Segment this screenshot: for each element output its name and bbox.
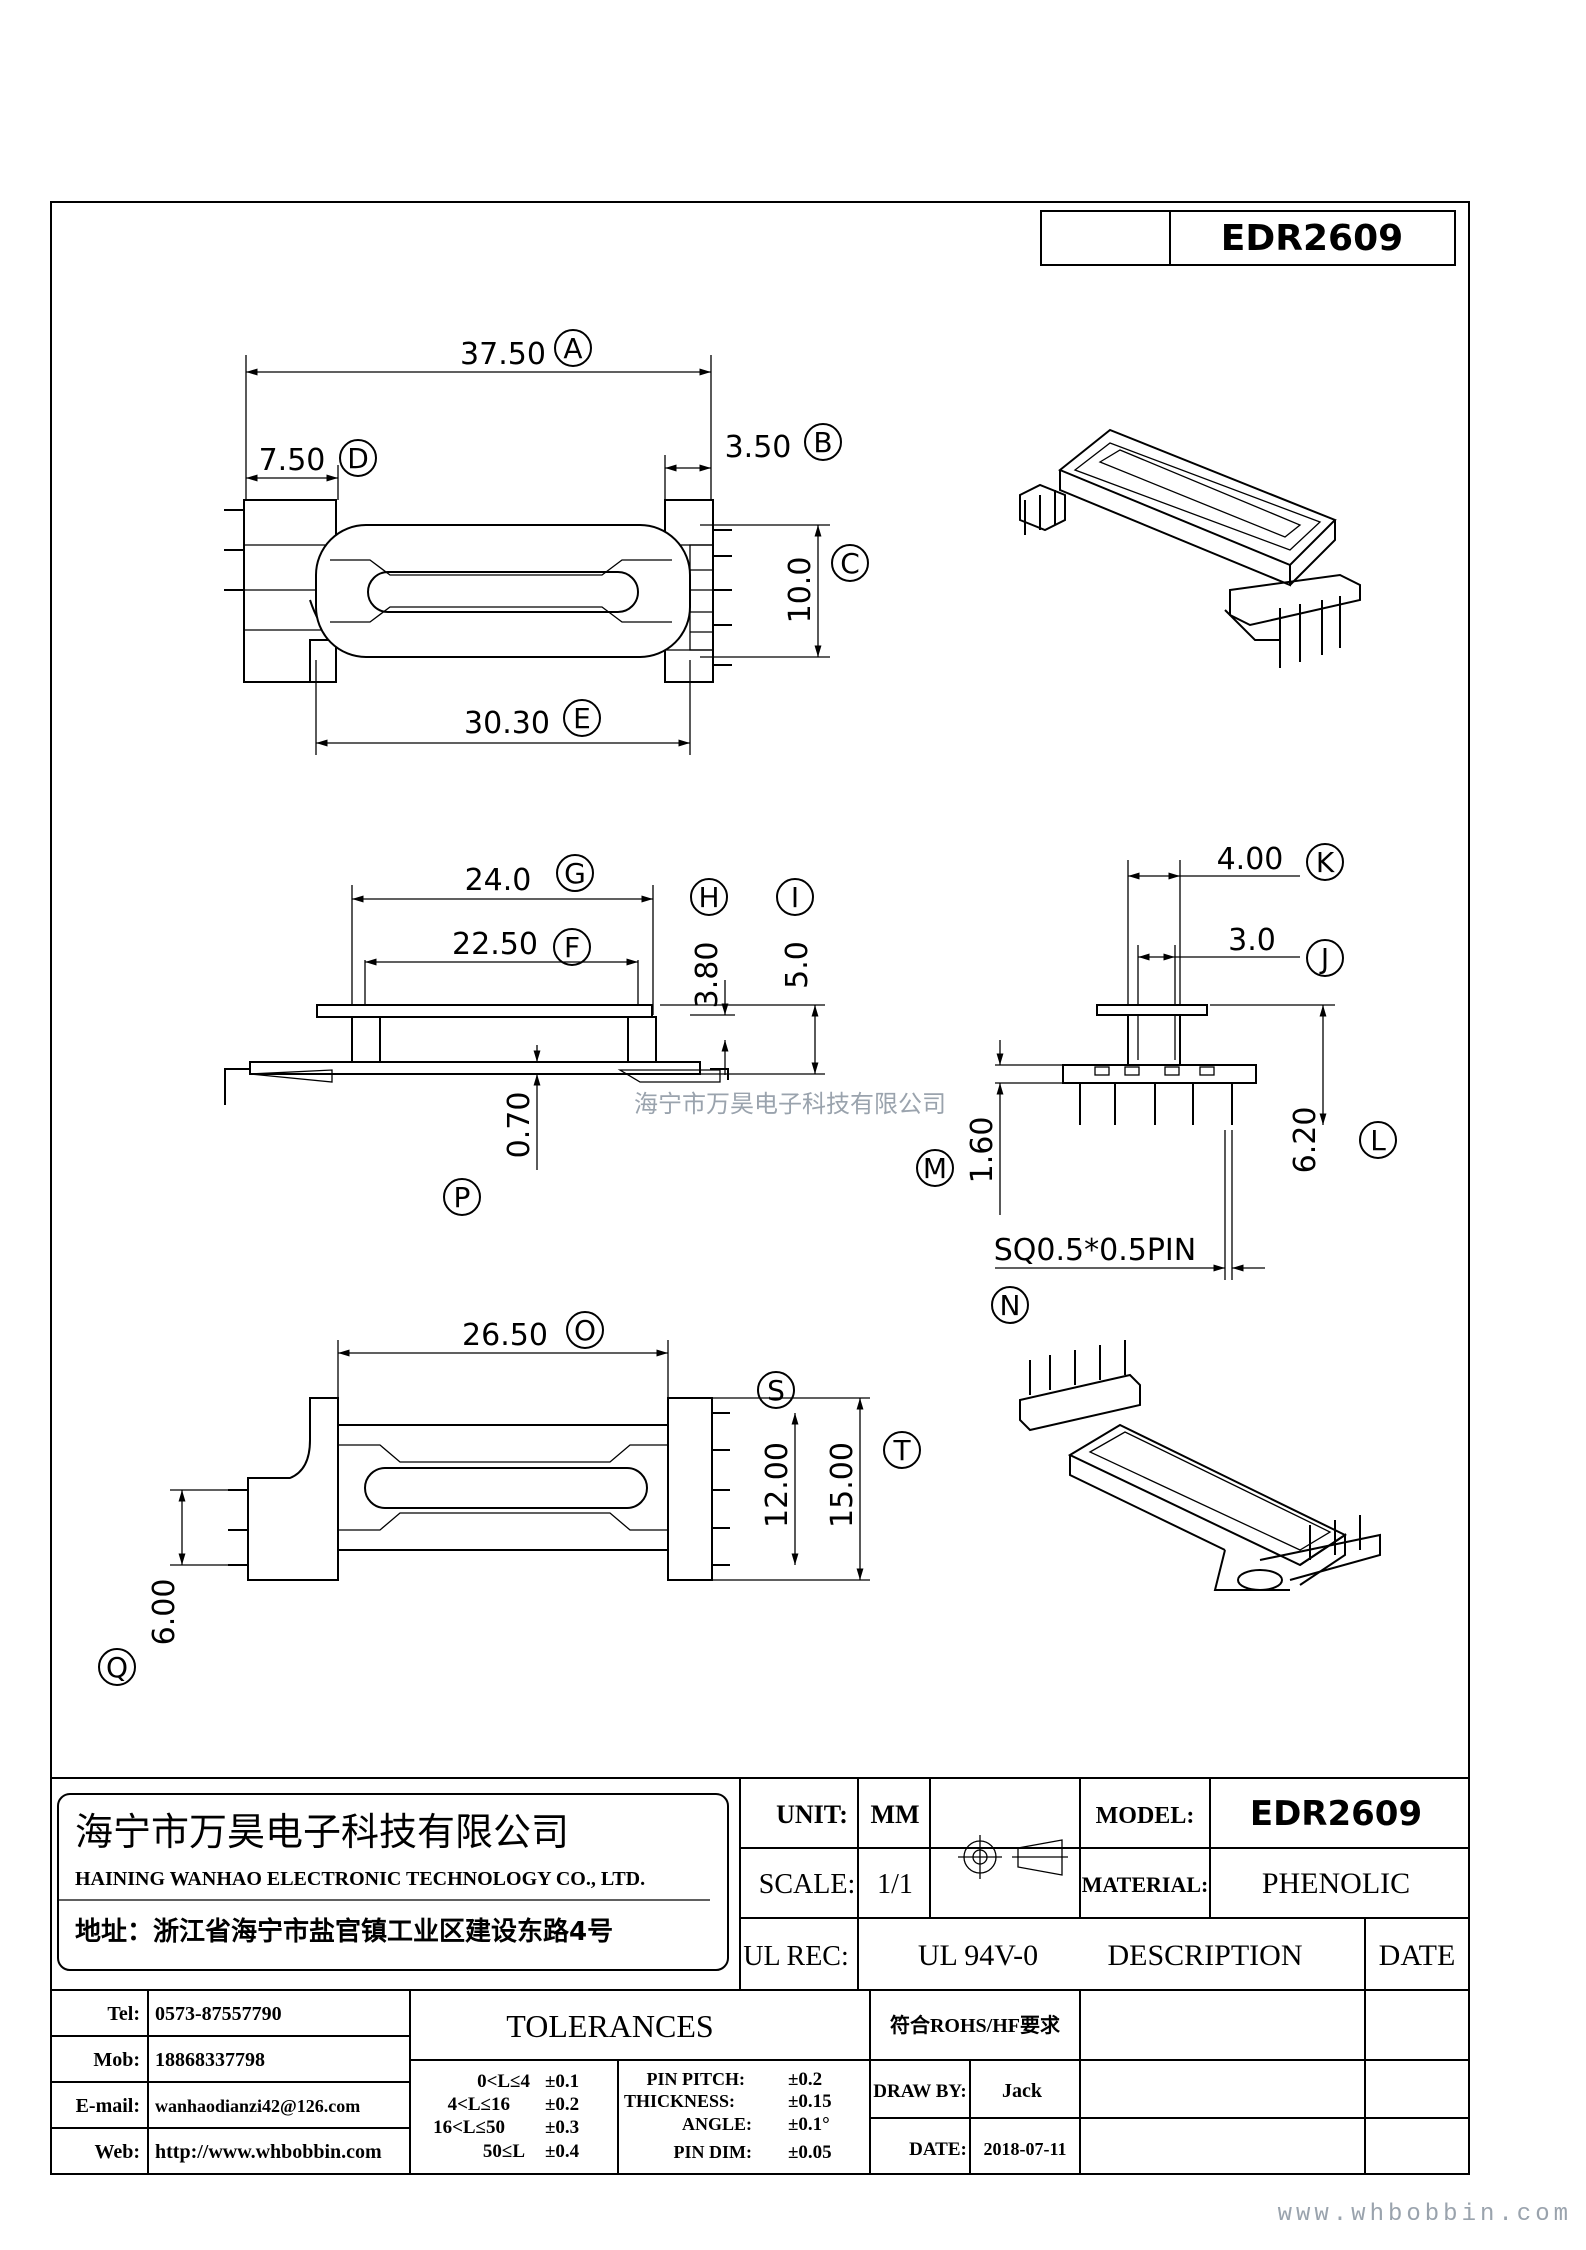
scale-label: SCALE: (759, 1869, 855, 1900)
dim-a-value: 37.50 (460, 337, 546, 372)
dim-j-letter: J (1319, 942, 1329, 975)
dim-i-letter: I (791, 881, 799, 914)
part-number: EDR2609 (1221, 218, 1403, 259)
top-view: 37.50 A 7.50 D 3.50 B (224, 329, 869, 755)
dim-c-letter: C (840, 547, 860, 580)
model-value: EDR2609 (1250, 1794, 1422, 1834)
dim-t-value: 15.00 (825, 1442, 860, 1528)
dim-h-value: 3.80 (690, 942, 725, 1009)
dim-d-letter: D (347, 442, 369, 475)
dim-s-letter: S (767, 1374, 785, 1407)
dim-q-letter: Q (106, 1651, 128, 1684)
web-label: Web: (94, 2141, 140, 2163)
dim-o-letter: O (574, 1314, 596, 1347)
dim-k-letter: K (1316, 846, 1335, 879)
title-block: 海宁市万昊电子科技有限公司 HAINING WANHAO ELECTRONIC … (51, 1777, 1469, 2174)
date2-label: DATE: (909, 2139, 967, 2160)
iso-view-top (1019, 428, 1361, 668)
tol-range-0: 0<L≤4 (477, 2071, 530, 2092)
dim-s-value: 12.00 (760, 1442, 795, 1528)
tol-extra-value-3: ±0.05 (788, 2142, 832, 2163)
dim-m-value: 1.60 (965, 1117, 1000, 1184)
dim-g-value: 24.0 (465, 863, 532, 898)
dim-m-letter: M (923, 1152, 947, 1185)
dim-p-letter: P (454, 1181, 471, 1214)
ulrec-value: UL 94V-0 (918, 1939, 1038, 1972)
tol-extra-value-2: ±0.1° (788, 2114, 830, 2135)
part-number-box: EDR2609 (1040, 210, 1456, 266)
dim-d-value: 7.50 (259, 443, 326, 478)
drawby-value: Jack (1002, 2080, 1043, 2102)
tolerances-title: TOLERANCES (506, 2008, 713, 2044)
tel-label: Tel: (107, 2003, 140, 2025)
tel-value: 0573-87557790 (155, 2003, 282, 2025)
dim-l-letter: L (1370, 1124, 1386, 1157)
tol-extra-value-1: ±0.15 (788, 2091, 832, 2112)
material-label: MATERIAL: (1082, 1872, 1209, 1897)
tol-range-3: 50≤L (483, 2141, 525, 2162)
iso-view-bottom (1019, 1340, 1381, 1591)
rohs-note: 符合ROHS/HF要求 (890, 2013, 1061, 2037)
tol-extra-value-0: ±0.2 (788, 2069, 822, 2090)
tol-value-2: ±0.3 (545, 2117, 579, 2138)
material-value: PHENOLIC (1262, 1867, 1410, 1900)
dim-h-letter: H (698, 881, 719, 914)
dim-k-value: 4.00 (1217, 842, 1284, 877)
dim-t-letter: T (892, 1434, 911, 1467)
dim-n-value: SQ0.5*0.5PIN (994, 1233, 1196, 1268)
dim-o-value: 26.50 (462, 1318, 548, 1353)
email-value: wanhaodianzi42@126.com (155, 2096, 360, 2116)
side-view: 24.0 G 22.50 F 3.80 H 5.0 I (224, 854, 825, 1216)
scale-value: 1/1 (877, 1869, 913, 1900)
tol-extra-label-2: ANGLE: (682, 2114, 752, 2134)
unit-value: MM (870, 1800, 919, 1829)
dim-a-letter: A (563, 332, 582, 365)
watermark-center: 海宁市万昊电子科技有限公司 (634, 1090, 946, 1118)
date2-value: 2018-07-11 (984, 2139, 1067, 2159)
drawing-frame (50, 201, 1470, 2175)
company-name-cn: 海宁市万昊电子科技有限公司 (75, 1810, 569, 1854)
dim-e-value: 30.30 (464, 706, 550, 741)
end-view: 4.00 K 3.0 J 1.60 M 6.20 (916, 842, 1397, 1324)
dim-e-letter: E (573, 702, 591, 735)
model-label: MODEL: (1096, 1803, 1195, 1829)
dim-l-value: 6.20 (1288, 1107, 1323, 1174)
mob-value: 18868337798 (155, 2049, 265, 2071)
dim-n-letter: N (1000, 1289, 1021, 1322)
projection-symbol-icon (958, 1835, 1068, 1879)
tol-extra-label-0: PIN PITCH: (647, 2069, 746, 2089)
tol-extra-label-3: PIN DIM: (674, 2142, 753, 2162)
bottom-view: 26.50 O 6.00 Q 12.00 S (98, 1311, 921, 1686)
dim-f-letter: F (564, 931, 580, 964)
dim-f-value: 22.50 (452, 927, 538, 962)
dim-i-value: 5.0 (780, 941, 815, 989)
company-name-en: HAINING WANHAO ELECTRONIC TECHNOLOGY CO.… (75, 1868, 645, 1890)
drawby-label: DRAW BY: (873, 2081, 966, 2102)
tol-range-2: 16<L≤50 (433, 2117, 505, 2138)
unit-label: UNIT: (776, 1800, 848, 1829)
watermark-bottom: www.whbobbin.com (1278, 2201, 1572, 2228)
dim-g-letter: G (564, 857, 586, 890)
date-label: DATE (1379, 1939, 1456, 1972)
tol-value-3: ±0.4 (545, 2141, 580, 2162)
tol-value-0: ±0.1 (545, 2071, 579, 2092)
company-address: 地址：浙江省海宁市盐官镇工业区建设东路4号 (75, 1916, 613, 1947)
mob-label: Mob: (93, 2049, 140, 2071)
dim-p-value: 0.70 (502, 1092, 537, 1159)
dim-b-letter: B (813, 426, 832, 459)
dim-b-value: 3.50 (725, 430, 792, 465)
dim-q-value: 6.00 (147, 1579, 182, 1646)
tol-value-1: ±0.2 (545, 2094, 579, 2115)
web-value: http://www.whbobbin.com (155, 2141, 382, 2163)
tol-range-1: 4<L≤16 (448, 2094, 510, 2115)
dim-j-value: 3.0 (1228, 923, 1276, 958)
description-label: DESCRIPTION (1107, 1939, 1302, 1972)
email-label: E-mail: (76, 2095, 140, 2117)
tol-extra-label-1: THICKNESS: (624, 2091, 735, 2111)
ulrec-label: UL REC: (743, 1941, 849, 1972)
dim-c-value: 10.0 (783, 557, 818, 624)
